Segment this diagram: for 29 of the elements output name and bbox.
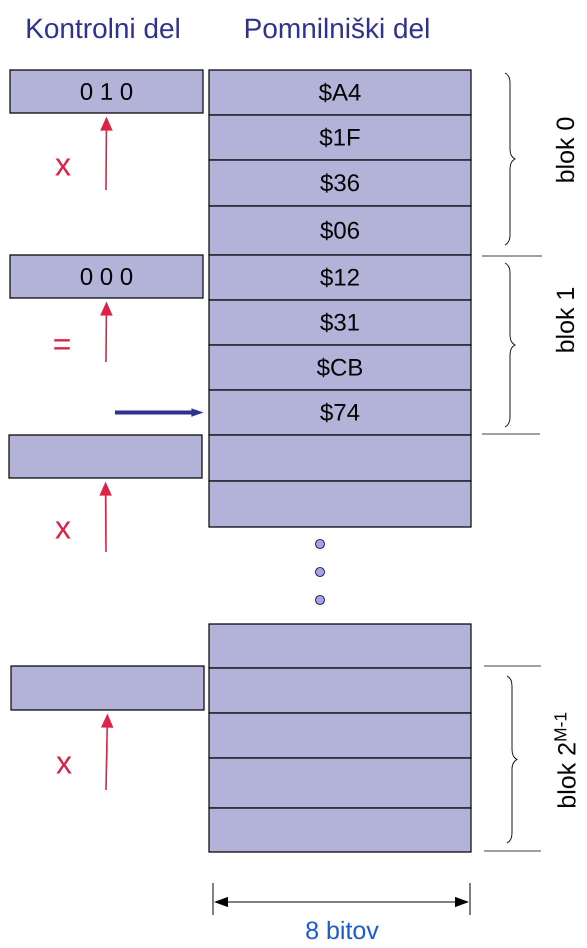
block-label: blok 2$^{M-1}$ [554,712,576,808]
block-label: blok 1 [556,288,574,352]
tag-box [8,434,203,479]
memory-cell [208,667,472,714]
memory-cell: $A4 [208,69,472,116]
memory-cell: $06 [208,205,472,256]
edge-label: = [54,339,70,350]
memory-cell: $12 [208,254,472,301]
dimension-label: 8 bitov [306,920,379,940]
heading: Pomnilniški del [246,18,428,38]
block-label: blok 0 [556,118,574,182]
tag-box [10,665,205,711]
heading: Kontrolni del [27,18,179,38]
tag-box: 0 1 0 [9,69,204,114]
memory-cell: $31 [208,299,472,346]
edge-label: x [55,522,71,538]
memory-cell [208,623,472,669]
tag-box: 0 0 0 [9,254,204,299]
memory-cell: $36 [208,159,472,207]
memory-cell [208,807,472,853]
edge-label: x [56,756,72,774]
memory-cell [208,757,472,809]
memory-cell [208,434,472,482]
memory-cell [208,480,472,528]
memory-cell: $CB [208,344,472,391]
memory-cell: $74 [208,389,472,436]
edge-label: x [55,158,71,176]
memory-cell: $1F [208,114,472,161]
memory-cell [208,712,472,759]
